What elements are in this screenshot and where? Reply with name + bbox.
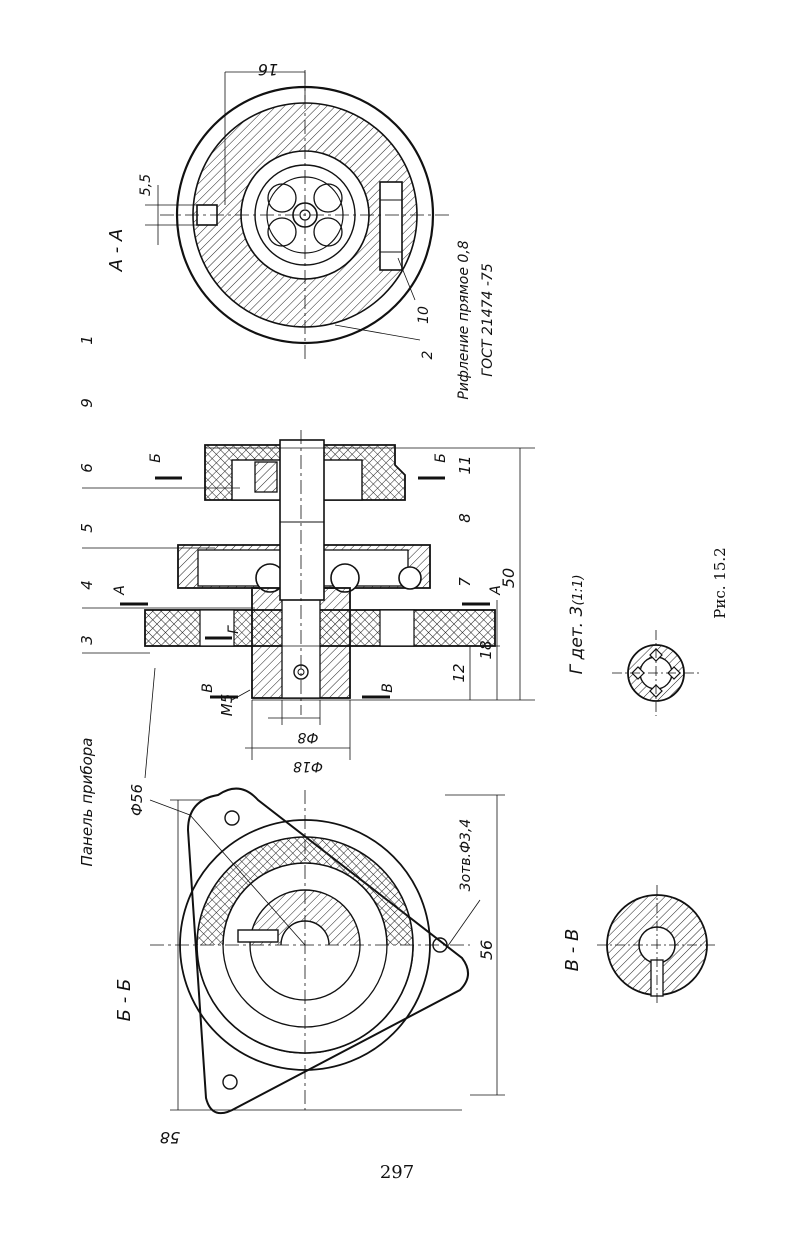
part-number-3: 3 bbox=[78, 635, 96, 645]
dimension-18: 18 bbox=[477, 640, 495, 659]
detail-g-label: Г дет. 3 bbox=[567, 606, 587, 675]
section-vv-view bbox=[597, 885, 717, 1005]
view-marker-g: Г bbox=[226, 625, 242, 634]
part-number-6: 6 bbox=[78, 463, 96, 473]
panel-label: Панель прибора bbox=[78, 738, 96, 867]
part-number-11: 11 bbox=[456, 455, 474, 474]
cut-marker-a-right: А bbox=[488, 585, 504, 596]
section-bb-label: Б - Б bbox=[114, 979, 135, 1022]
part-number-1: 1 bbox=[78, 335, 96, 345]
dimension-phi-8: Ф8 bbox=[297, 729, 318, 745]
part-number-9: 9 bbox=[78, 398, 96, 408]
cut-marker-v-left: В bbox=[200, 683, 216, 693]
dimension-56: 56 bbox=[477, 940, 496, 960]
cut-marker-v-right: В bbox=[380, 683, 396, 693]
dimension-58: 58 bbox=[160, 1128, 180, 1147]
cut-marker-a-left: А bbox=[112, 585, 128, 596]
part-number-8: 8 bbox=[456, 513, 474, 523]
part-number-10: 10 bbox=[416, 306, 432, 324]
cut-marker-b-left: Б bbox=[148, 453, 164, 463]
part-number-7: 7 bbox=[456, 577, 474, 587]
detail-g-view bbox=[612, 630, 700, 716]
part-number-4: 4 bbox=[78, 580, 96, 590]
dimension-5-5: 5,5 bbox=[138, 174, 154, 196]
section-aa-label: А - А bbox=[106, 229, 127, 273]
page-number: 297 bbox=[379, 1162, 415, 1183]
figure-caption: Рис. 15.2 bbox=[711, 547, 729, 618]
dimension-phi-56: Ф56 bbox=[128, 784, 146, 816]
dimension-16: 16 bbox=[258, 60, 278, 79]
thread-m5: М5 bbox=[218, 694, 236, 717]
section-bb-view bbox=[149, 787, 505, 1115]
knurl-note-line2: ГОСТ 21474 -75 bbox=[480, 263, 496, 377]
part-number-5: 5 bbox=[78, 523, 96, 533]
dimension-phi-18: Ф18 bbox=[293, 758, 323, 774]
part-number-2: 2 bbox=[420, 350, 436, 359]
section-vv-label: В - В bbox=[562, 929, 583, 972]
holes-note: 3отв.Ф3,4 bbox=[458, 819, 474, 892]
dimension-12: 12 bbox=[450, 663, 468, 682]
dimension-50: 50 bbox=[499, 568, 518, 588]
section-aa-view bbox=[145, 70, 450, 360]
cut-marker-b-right: Б bbox=[433, 453, 449, 463]
main-section-view bbox=[82, 430, 535, 779]
knurl-note-line1: Рифление прямое 0,8 bbox=[456, 240, 472, 399]
detail-g-scale: (1:1) bbox=[571, 574, 586, 605]
